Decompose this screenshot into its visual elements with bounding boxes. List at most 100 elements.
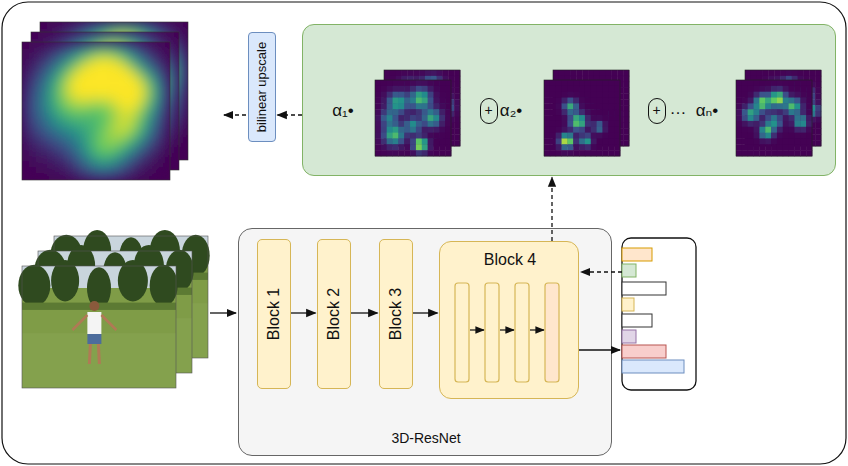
heat-cell	[136, 98, 143, 105]
heat-cell	[31, 76, 38, 83]
heat-cell	[565, 76, 571, 82]
heat-cell	[94, 72, 101, 79]
heat-cell	[123, 105, 130, 112]
heat-cell	[166, 70, 173, 77]
heat-cell	[168, 141, 175, 148]
heat-cell	[60, 85, 67, 92]
heat-cell	[71, 45, 78, 52]
heat-cell	[60, 47, 67, 54]
heat-cell	[47, 85, 54, 92]
heat-cell	[410, 103, 416, 109]
heat-cell	[594, 82, 600, 88]
heat-cell	[112, 139, 119, 146]
heat-cell	[71, 76, 78, 83]
heat-cell	[157, 130, 164, 137]
heat-cell	[172, 164, 179, 170]
heat-cell	[157, 86, 164, 93]
heat-cell	[112, 70, 119, 77]
heat-cell	[181, 78, 188, 85]
heat-cell	[76, 92, 83, 99]
heat-cell	[594, 123, 600, 129]
heat-cell	[40, 85, 47, 92]
heat-cell	[425, 70, 431, 76]
heat-cell	[163, 105, 170, 112]
heat-cell	[398, 80, 404, 86]
heat-cell	[445, 150, 451, 156]
heat-cell	[112, 132, 119, 139]
heat-cell	[125, 45, 132, 52]
heat-cell	[145, 157, 152, 164]
heat-cell	[67, 53, 74, 60]
heat-cell	[154, 53, 161, 60]
heat-cell	[398, 133, 404, 139]
heat-cell	[559, 105, 565, 111]
heat-cell	[40, 116, 47, 123]
heat-cell	[425, 105, 431, 111]
heat-cell	[65, 76, 72, 83]
heat-cell	[69, 167, 76, 174]
heat-cell	[44, 145, 51, 152]
heat-cell	[454, 128, 460, 134]
heat-cell	[85, 107, 92, 114]
heat-cell	[125, 51, 132, 58]
heat-cell	[437, 105, 443, 111]
heat-cell	[148, 22, 155, 29]
heat-cell	[148, 129, 155, 136]
block-label: Block 4	[484, 251, 536, 269]
heat-cell	[163, 167, 170, 174]
heat-cell	[553, 93, 559, 99]
heat-cell	[141, 97, 148, 104]
heat-cell	[101, 60, 108, 67]
heat-cell	[49, 142, 56, 149]
heat-cell	[53, 135, 60, 142]
heat-cell	[127, 72, 134, 79]
heat-cell	[69, 105, 76, 112]
heat-cell	[103, 136, 110, 143]
heat-cell	[433, 98, 439, 104]
heat-cell	[71, 157, 78, 164]
heat-cell	[396, 76, 402, 82]
heat-cell	[96, 117, 103, 124]
heat-cell	[132, 95, 139, 102]
heat-cell	[76, 105, 83, 112]
heat-cell	[29, 105, 36, 112]
heat-cell	[402, 70, 408, 76]
heat-cell	[163, 86, 170, 93]
heat-cell	[136, 55, 143, 62]
heat-cell	[134, 91, 141, 98]
heat-cell	[130, 130, 137, 137]
heat-cell	[431, 76, 437, 82]
heat-cell	[150, 48, 157, 55]
heat-cell	[161, 91, 168, 98]
heat-cell	[132, 120, 139, 127]
heat-cell	[49, 86, 56, 93]
heat-cell	[404, 86, 410, 92]
heat-cell	[390, 88, 396, 94]
heat-cell	[439, 150, 445, 156]
heat-cell	[600, 76, 606, 82]
heat-cell	[381, 98, 387, 104]
heat-cell	[611, 140, 617, 146]
heat-cell	[384, 128, 390, 134]
heat-cell	[159, 126, 166, 133]
heat-border	[375, 80, 451, 156]
heat-cell	[44, 51, 51, 58]
heat-cell	[62, 136, 69, 143]
heat-cell	[58, 63, 65, 70]
heat-cell	[136, 155, 143, 162]
heat-cell	[125, 151, 132, 158]
heat-cell	[130, 142, 137, 149]
heat-cell	[565, 93, 571, 99]
heat-cell	[393, 86, 399, 92]
heat-cell	[413, 105, 419, 111]
heat-cell	[53, 116, 60, 123]
heat-cell	[47, 104, 54, 111]
heat-cell	[145, 132, 152, 139]
heat-cell	[404, 121, 410, 127]
heat-cell	[163, 161, 170, 168]
heat-cell	[114, 60, 121, 67]
heat-cell	[78, 126, 85, 133]
heat-cell	[132, 151, 139, 158]
heat-cell	[80, 135, 87, 142]
heat-cell	[42, 92, 49, 99]
